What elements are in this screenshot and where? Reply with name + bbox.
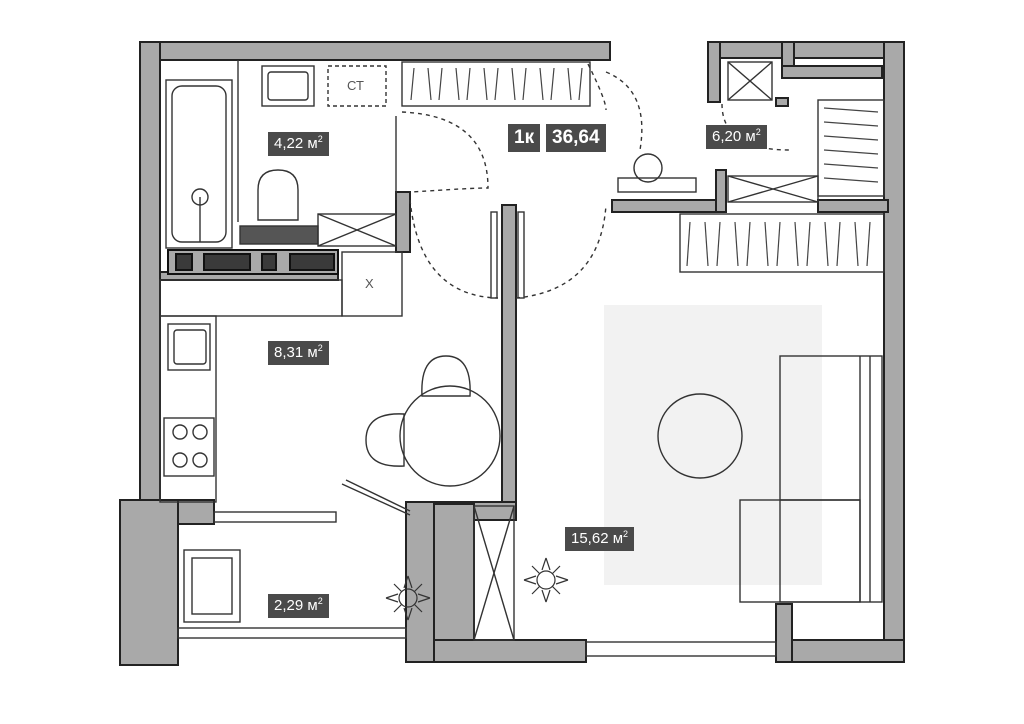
dining-table — [399, 385, 501, 487]
hanger — [854, 221, 859, 267]
hanger — [427, 67, 432, 101]
fridge-label: Х — [365, 276, 374, 291]
room-area-balcony: 2,29 м2 — [268, 594, 329, 618]
hanger — [494, 67, 499, 101]
hanger — [824, 221, 829, 267]
room-area-kitchen: 8,31 м2 — [268, 341, 329, 365]
hanger — [794, 221, 799, 267]
hanger — [578, 67, 583, 101]
toilet — [257, 169, 299, 221]
hanger — [823, 107, 879, 113]
kitchen-sink — [167, 323, 211, 371]
living-wardrobe — [679, 213, 885, 273]
hanger — [716, 221, 721, 267]
hanger — [823, 121, 879, 127]
hanger — [823, 163, 879, 169]
room-area-hall: 6,20 м2 — [706, 125, 767, 149]
room-area-bathroom: 4,22 м2 — [268, 132, 329, 156]
living-rug — [604, 305, 822, 585]
hanger — [438, 67, 443, 101]
wardrobe-top — [401, 61, 591, 107]
washer — [327, 65, 387, 107]
washer-label: СТ — [347, 78, 364, 93]
walls — [119, 41, 905, 666]
hanger — [836, 221, 841, 267]
hanger — [734, 221, 739, 267]
room-area-living: 15,62 м2 — [565, 527, 635, 551]
hanger — [410, 67, 415, 101]
hanger — [866, 221, 871, 267]
hanger — [522, 67, 527, 101]
plant-icon — [523, 557, 569, 603]
hanger — [823, 177, 879, 183]
hanger — [550, 67, 555, 101]
hanger — [764, 221, 769, 267]
coffee-table — [657, 393, 743, 479]
hanger — [455, 67, 460, 101]
total-area-badge: 36,64 — [546, 124, 606, 152]
hanger — [823, 135, 879, 141]
hob — [163, 417, 215, 477]
hanger — [686, 221, 691, 267]
hanger — [776, 221, 781, 267]
bathroom-sink — [261, 65, 315, 107]
hanger — [539, 67, 544, 101]
hanger — [511, 67, 516, 101]
layout-code-badge: 1к — [508, 124, 541, 152]
hanger — [823, 149, 879, 155]
hanger — [746, 221, 751, 267]
hanger — [704, 221, 709, 267]
hanger — [466, 67, 471, 101]
hanger — [567, 67, 572, 101]
hanger — [806, 221, 811, 267]
armchair — [183, 549, 241, 623]
bathtub — [165, 79, 233, 249]
plant-icon — [385, 575, 431, 621]
hanger — [483, 67, 488, 101]
